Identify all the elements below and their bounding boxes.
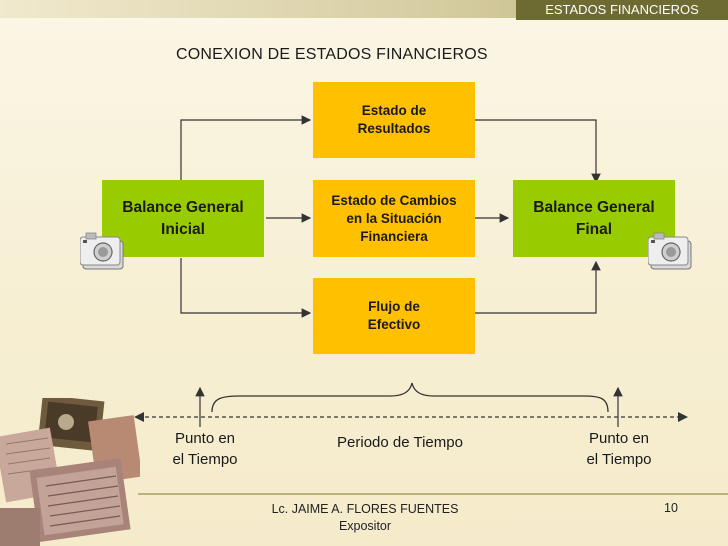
box-balance-inicial: Balance General Inicial [102,180,264,257]
timeline-arrow-left [134,412,144,422]
box-estado-resultados-label: Estado de Resultados [357,103,431,136]
page-number: 10 [664,501,678,515]
slide-title: CONEXION DE ESTADOS FINANCIEROS [176,46,488,63]
label-point-right: Punto en el Tiempo [586,430,652,468]
box-estado-cambios-label: Estado de Cambios en la Situación Financ… [331,192,457,244]
box-balance-final-label: Balance General Final [533,198,655,238]
box-flujo-efectivo-label: Flujo de Efectivo [367,299,421,332]
section-label: ESTADOS FINANCIEROS [516,0,728,20]
camera-icon [648,232,692,270]
footer-divider [138,493,728,495]
newspaper-collage-image [0,398,140,546]
label-period: Periodo de Tiempo [337,434,463,451]
connector-top-right [475,119,601,184]
camera-icon [80,232,124,270]
footer-author: Lc. JAIME A. FLORES FUENTES Expositor [271,502,459,533]
period-brace [211,382,609,413]
box-balance-inicial-label: Balance General Inicial [122,198,244,238]
timeline-arrow-right [678,412,688,422]
box-estado-resultados: Estado de Resultados [313,82,475,158]
connector-bottom-right [475,260,601,314]
box-estado-cambios: Estado de Cambios en la Situación Financ… [313,180,475,257]
connector-bottom-left [180,258,312,318]
label-point-left: Punto en el Tiempo [172,430,238,468]
box-flujo-efectivo: Flujo de Efectivo [313,278,475,354]
connector-top-left [180,115,312,180]
